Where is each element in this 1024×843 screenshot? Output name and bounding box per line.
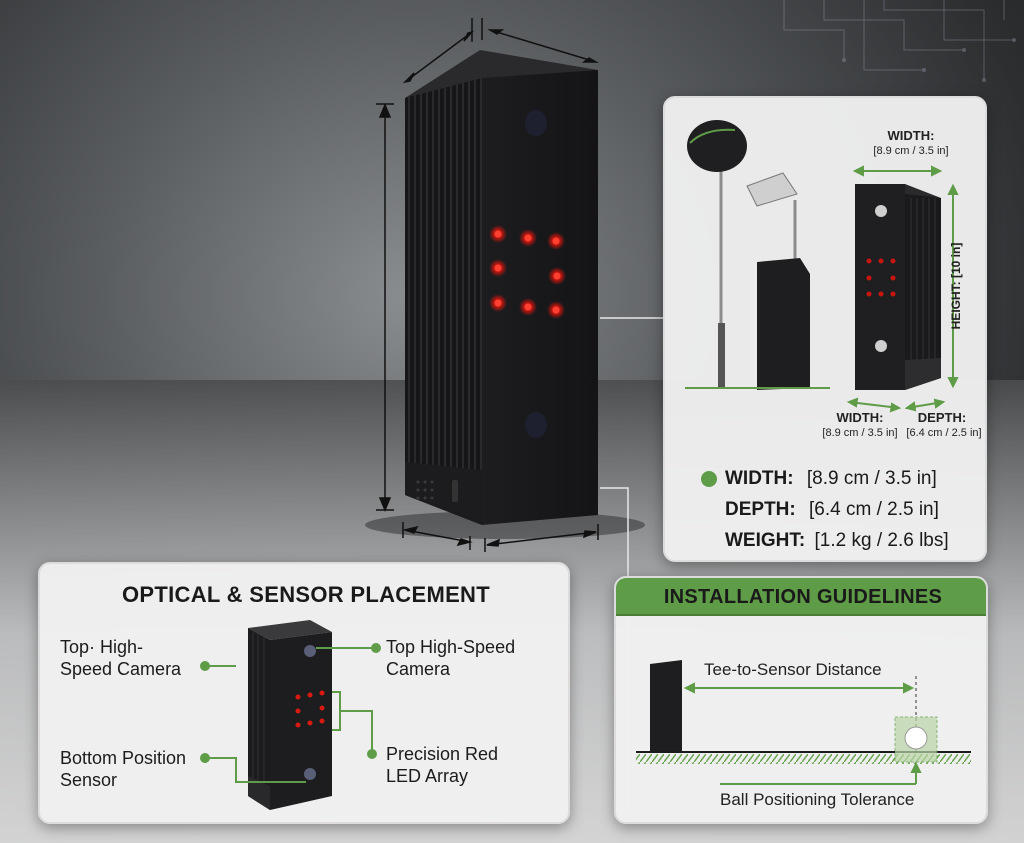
- spec-row-depth: DEPTH: [6.4 cm / 2.5 in]: [725, 499, 939, 521]
- bottom-width-label: WIDTH:: [836, 410, 884, 425]
- installation-header: [616, 578, 986, 616]
- mini-device-drawing: [248, 620, 332, 810]
- height-label: HEIGHT: [10 in]: [949, 242, 963, 330]
- hero-dimension-arrows: [376, 18, 599, 552]
- spec-key: DEPTH:: [725, 499, 796, 520]
- golf-ball-icon: [904, 726, 928, 750]
- spec-value: [6.4 cm / 2.5 in]: [809, 499, 939, 520]
- bottom-camera-lens: [525, 412, 547, 438]
- spec-row-weight: WEIGHT: [1.2 kg / 2.6 lbs]: [725, 530, 949, 552]
- device-side-fins: [405, 78, 482, 525]
- installation-title: INSTALLATION GUIDELINES: [663, 586, 943, 608]
- sensor-silhouette: [650, 660, 682, 752]
- device-base: [405, 462, 482, 525]
- device-dimension-drawing: [855, 184, 941, 390]
- speaker-grille: [416, 480, 434, 500]
- spec-value: [1.2 kg / 2.6 lbs]: [814, 530, 949, 551]
- circuit-pattern-decoration: [783, 0, 1016, 82]
- spec-dimension-arrows: [846, 165, 959, 413]
- spec-row-width: WIDTH: [8.9 cm / 3.5 in]: [725, 468, 937, 490]
- spec-bullet-icon: [701, 471, 717, 487]
- turf-strip: [636, 754, 971, 764]
- distance-arrow: [683, 682, 915, 694]
- bottom-depth-value: [6.4 cm / 2.5 in]: [906, 427, 982, 439]
- iron-club-icon: [746, 172, 798, 273]
- optical-diagram: [200, 620, 381, 810]
- label-right-top-line2: Camera: [386, 659, 451, 679]
- top-camera-lens: [525, 110, 547, 136]
- label-left-bottom-line1: Bottom Position: [60, 748, 187, 768]
- installation-panel: INSTALLATION GUIDELINES Tee-to-Sensor Di…: [614, 576, 988, 824]
- power-switch: [452, 480, 458, 502]
- top-width-label: WIDTH:: [887, 128, 935, 143]
- tolerance-arrow: [720, 761, 922, 785]
- optical-panel-title: OPTICAL & SENSOR PLACEMENT: [122, 582, 490, 607]
- spec-illustration: [685, 120, 959, 487]
- label-left-top-line2: Speed Camera: [60, 659, 182, 679]
- optical-sensor-panel: OPTICAL & SENSOR PLACEMENT Top: [38, 562, 570, 824]
- tolerance-label: Ball Positioning Tolerance: [720, 790, 915, 809]
- driver-club-icon: [687, 120, 747, 388]
- callout-dots: [200, 643, 381, 763]
- spec-key: WIDTH:: [725, 468, 794, 489]
- label-right-top-line1: Top High-Speed: [386, 637, 516, 657]
- label-right-bottom-line2: LED Array: [386, 766, 469, 786]
- top-width-value: [8.9 cm / 3.5 in]: [873, 145, 949, 157]
- tee-distance-label: Tee-to-Sensor Distance: [704, 660, 882, 679]
- spec-value: [8.9 cm / 3.5 in]: [806, 468, 937, 489]
- callout-lines: [208, 647, 374, 783]
- device-front-face: [482, 70, 598, 525]
- installation-diagram: [636, 660, 971, 785]
- label-left-bottom-line2: Sensor: [60, 770, 118, 790]
- device-shadow: [365, 511, 645, 539]
- bottom-width-value: [8.9 cm / 3.5 in]: [822, 427, 898, 439]
- label-left-top-line1: Top· High-: [60, 637, 144, 657]
- led-array: [489, 225, 566, 319]
- specifications-panel: WIDTH: [8.9 cm / 3.5 in] HEIGHT: [10 in]…: [663, 96, 987, 562]
- label-right-bottom-line1: Precision Red: [386, 744, 499, 764]
- device-silhouette-icon: [757, 258, 810, 390]
- bottom-depth-label: DEPTH:: [917, 410, 967, 425]
- spec-key: WEIGHT:: [725, 530, 806, 551]
